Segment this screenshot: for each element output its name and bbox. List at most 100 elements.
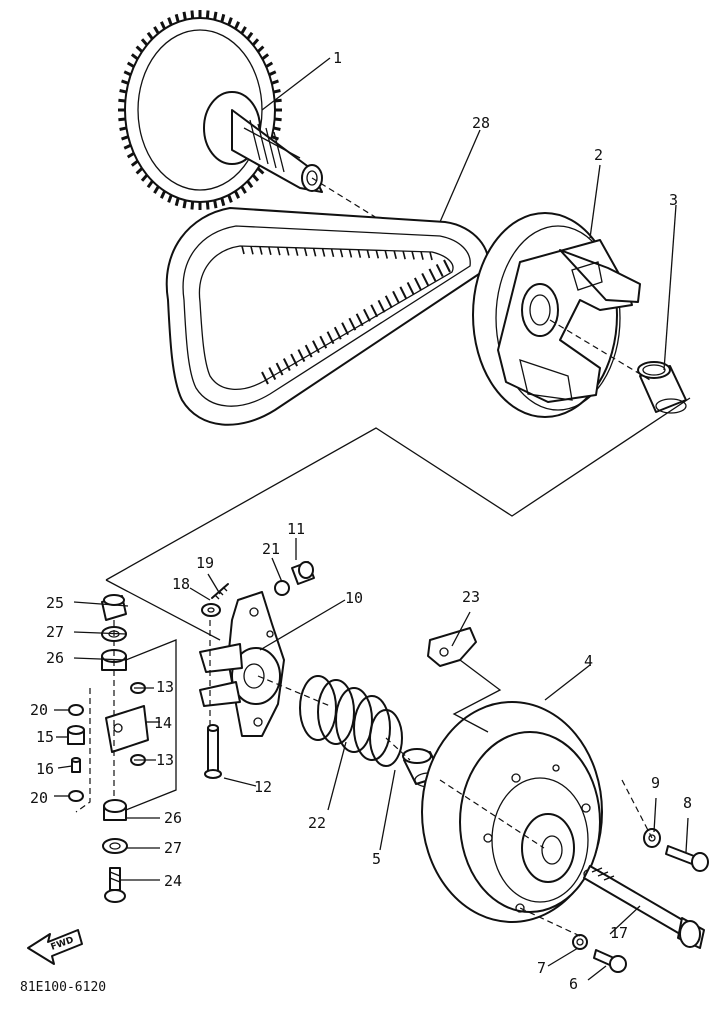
pin-19: [211, 583, 229, 600]
belt-cog: [370, 304, 379, 318]
leader-lines: [54, 57, 689, 981]
gear-tooth: [182, 199, 187, 209]
gear-tooth: [261, 53, 270, 61]
label-part-13-upper: 13: [156, 678, 174, 696]
gear-tooth: [205, 201, 210, 210]
label-part-5: 5: [372, 850, 381, 868]
gear-tooth: [220, 197, 226, 207]
label-part-27-upper: 27: [46, 623, 64, 641]
belt-cog: [268, 246, 272, 256]
belt-cog: [420, 251, 424, 260]
gear-tooth: [167, 194, 173, 203]
belt-cog: [326, 331, 335, 345]
secondary-sheave-gear: [118, 10, 323, 210]
belt-cog: [393, 250, 397, 260]
gear-tooth: [123, 70, 132, 77]
belt-cog: [259, 246, 263, 255]
belt-cog: [443, 259, 451, 273]
belt-cog: [275, 362, 284, 376]
belt-cog: [304, 344, 313, 358]
gear-tooth: [126, 61, 135, 68]
label-part-13-lower: 13: [156, 751, 174, 769]
belt-cog: [312, 340, 320, 354]
gear-tooth: [126, 152, 135, 159]
gear-tooth: [265, 61, 274, 68]
belt-cog: [411, 251, 415, 260]
long-bolt: [583, 865, 705, 949]
belt-cog: [330, 248, 335, 258]
label-part-26-lower: 26: [164, 809, 182, 827]
gear-tooth: [251, 38, 260, 46]
belt-cog: [406, 281, 415, 295]
gear-tooth: [118, 117, 126, 122]
gear-tooth: [213, 11, 218, 21]
belt-cog: [297, 349, 306, 363]
label-part-17: 17: [610, 924, 628, 942]
label-part-27-lower: 27: [164, 839, 182, 857]
gear-tooth: [135, 45, 144, 53]
gear-tooth: [233, 190, 241, 199]
belt-cog: [355, 313, 364, 327]
belt-cog: [399, 286, 408, 300]
bushing-collar: [637, 361, 687, 414]
gear-tooth: [159, 190, 167, 199]
drive-belt: [165, 207, 490, 426]
gear-tooth: [135, 167, 144, 175]
gear-tooth: [227, 194, 233, 203]
label-part-18: 18: [172, 575, 190, 593]
gear-tooth: [174, 13, 180, 23]
gear-tooth: [153, 26, 160, 35]
belt-cog: [392, 290, 400, 304]
gear-tooth: [240, 185, 247, 194]
belt-cog: [290, 353, 299, 367]
label-part-2: 2: [594, 146, 603, 164]
gear-tooth: [182, 11, 187, 21]
gear-tooth: [233, 21, 241, 30]
label-part-24: 24: [164, 872, 182, 890]
gear-tooth: [251, 174, 260, 182]
drawing-code: 81E100-6120: [20, 980, 106, 995]
belt-cog: [357, 249, 362, 258]
belt-cog: [413, 277, 422, 291]
belt-cog: [261, 371, 269, 385]
gear-tooth: [190, 201, 195, 210]
washer-18: [201, 603, 221, 617]
gear-tooth: [271, 79, 279, 85]
gear-tooth: [167, 17, 173, 26]
pin-12: [204, 724, 222, 779]
gear-tooth: [213, 199, 218, 209]
gear-tooth: [140, 174, 149, 182]
bracket-23: [427, 627, 477, 667]
gear-tooth: [146, 31, 154, 40]
label-part-26-upper: 26: [46, 649, 64, 667]
forward-direction-arrow: FWD: [27, 929, 83, 965]
belt-cog: [277, 246, 281, 256]
gear-tooth: [240, 26, 247, 35]
gear-tooth: [174, 197, 180, 207]
label-part-16: 16: [36, 760, 54, 778]
gear-tooth: [268, 70, 277, 77]
label-part-15: 15: [36, 728, 54, 746]
gear-tooth: [205, 10, 210, 19]
label-part-11: 11: [287, 520, 305, 538]
gear-tooth: [130, 159, 139, 167]
belt-cog: [363, 308, 371, 322]
belt-cog: [421, 272, 430, 286]
label-part-23: 23: [462, 588, 480, 606]
label-part-20-upper: 20: [30, 701, 48, 719]
gear-tooth: [153, 185, 160, 194]
label-part-21: 21: [262, 540, 280, 558]
gear-tooth: [273, 126, 281, 131]
belt-cog: [312, 248, 317, 257]
belt-cog: [429, 251, 433, 261]
label-part-25: 25: [46, 594, 64, 612]
gear-tooth: [140, 38, 149, 46]
label-part-4: 4: [584, 652, 593, 670]
belt-cog: [250, 246, 254, 255]
gear-tooth: [246, 31, 254, 40]
belt-cog: [339, 248, 344, 258]
belt-cog: [241, 245, 245, 255]
label-part-20-lower: 20: [30, 789, 48, 807]
belt-cog: [341, 322, 349, 336]
